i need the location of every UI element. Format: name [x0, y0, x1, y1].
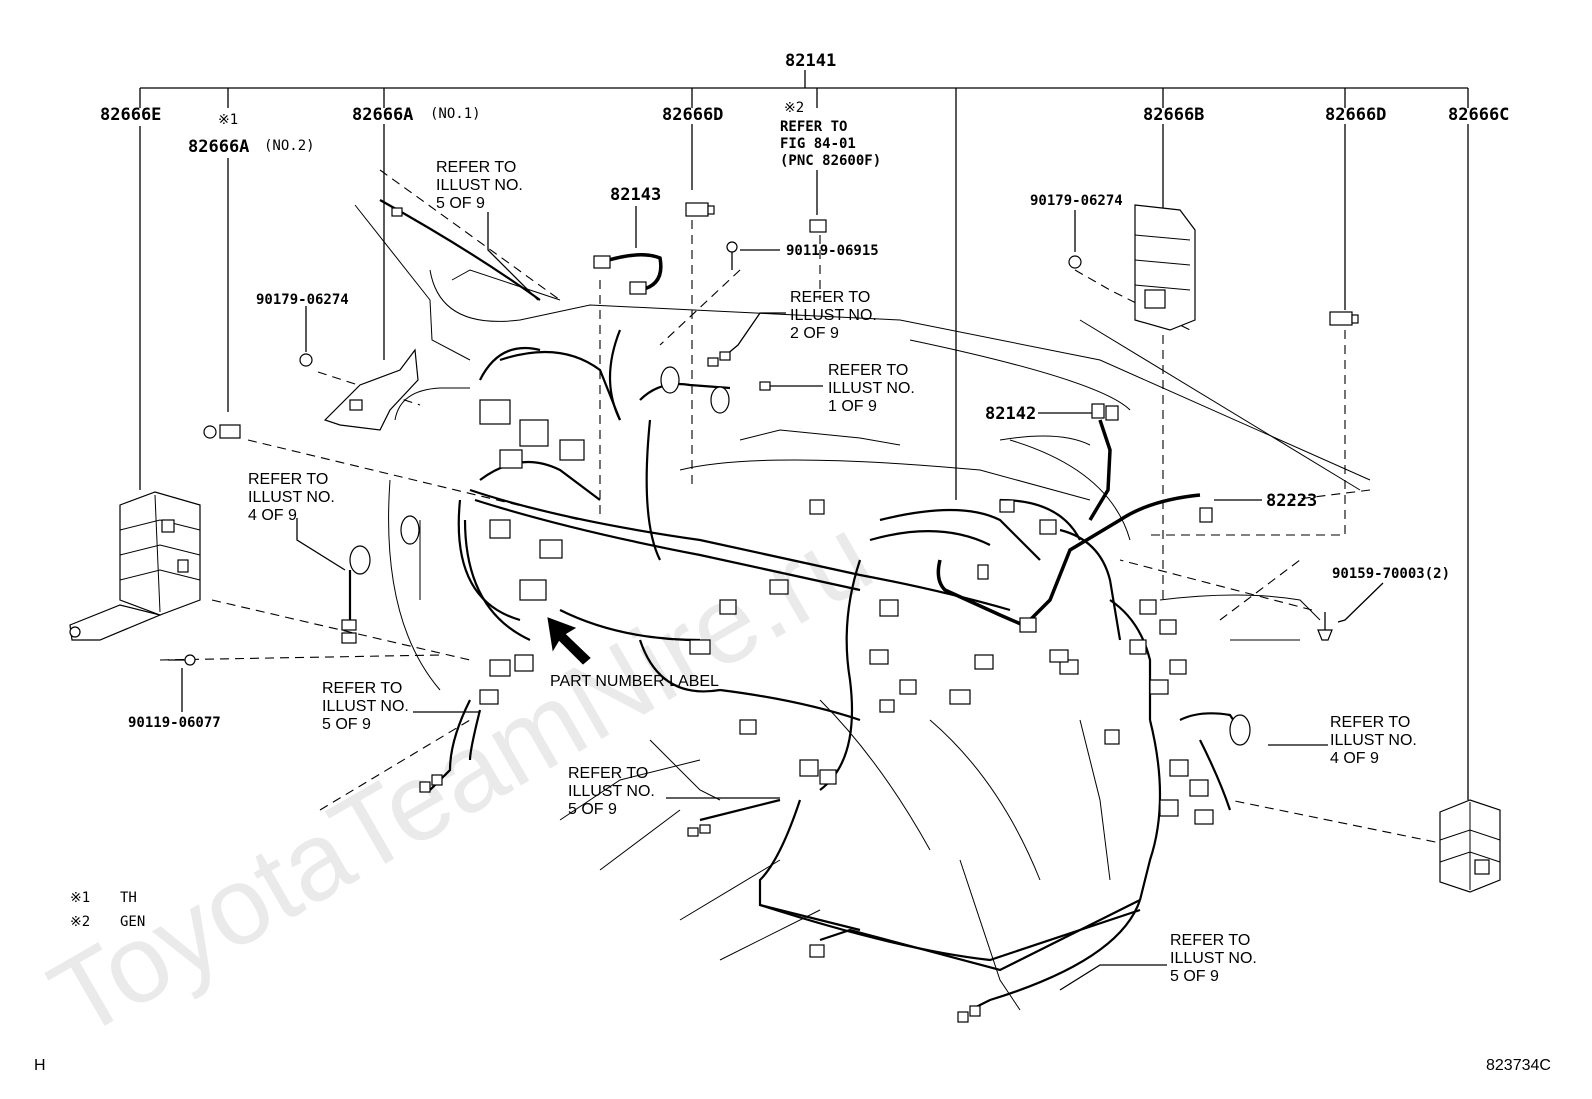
part-number-label-arrow: [547, 617, 591, 665]
svg-text:5 OF 9: 5 OF 9: [1170, 968, 1219, 985]
pn-82223: 82223: [1266, 491, 1317, 511]
svg-text:REFER TO: REFER TO: [322, 680, 402, 697]
pn-90159-70003: 90159-70003(2): [1332, 566, 1450, 582]
bolt-90119-06915: [726, 241, 738, 253]
connector-82666d-right: [1329, 311, 1353, 326]
pn-90119-06077: 90119-06077: [128, 715, 221, 731]
svg-text:REFER TO: REFER TO: [828, 362, 908, 379]
relay-bracket-82666b: [1134, 204, 1196, 331]
svg-text:REFER TO: REFER TO: [248, 471, 328, 488]
refer-label-5of9-center: REFER TO ILLUST NO. 5 OF 9: [568, 765, 655, 818]
dashboard-body-outline: [354, 204, 1371, 1011]
svg-text:1 OF 9: 1 OF 9: [828, 398, 877, 415]
relay-block-82666c: [1439, 799, 1501, 893]
svg-text:REFER TO: REFER TO: [568, 765, 648, 782]
pn-82666e: 82666E: [100, 105, 161, 125]
relay-block-82666e: [69, 491, 201, 641]
clip-90179-right: [1068, 255, 1082, 269]
legend-text-1: TH: [120, 890, 137, 906]
pn-90179-06274-right: 90179-06274: [1030, 193, 1123, 209]
corner-mark: H: [34, 1057, 46, 1074]
bolt-90119-06077: [184, 654, 196, 666]
svg-text:REFER TO: REFER TO: [1330, 714, 1410, 731]
refer-label-2of9: REFER TO ILLUST NO. 2 OF 9: [790, 289, 877, 342]
clip-90179-left: [299, 353, 313, 367]
legend-text-2: GEN: [120, 914, 145, 930]
svg-text:ILLUST NO.: ILLUST NO.: [790, 307, 877, 324]
svg-text:4 OF 9: 4 OF 9: [1330, 750, 1379, 767]
svg-text:5 OF 9: 5 OF 9: [568, 801, 617, 818]
svg-text:REFER TO: REFER TO: [436, 159, 516, 176]
refer-fig-line1: REFER TO: [780, 119, 847, 135]
pn-82666a-no2-suffix: (NO.2): [264, 138, 315, 154]
svg-text:5 OF 9: 5 OF 9: [436, 195, 485, 212]
grommet-left: [349, 545, 371, 575]
pn-82666a-no1-suffix: (NO.1): [430, 106, 481, 122]
pn-82666a-no1: 82666A: [352, 105, 413, 125]
pn-82142: 82142: [985, 404, 1036, 424]
pn-90179-06274-left: 90179-06274: [256, 292, 349, 308]
pn-82143: 82143: [610, 185, 661, 205]
refer-label-5of9-bottom: REFER TO ILLUST NO. 5 OF 9: [1170, 932, 1257, 985]
refer-label-4of9-right: REFER TO ILLUST NO. 4 OF 9: [1330, 714, 1417, 767]
screw-90159-70003: [1317, 629, 1333, 641]
svg-text:REFER TO: REFER TO: [790, 289, 870, 306]
svg-text:ILLUST NO.: ILLUST NO.: [828, 380, 915, 397]
highlighted-wires: [601, 253, 1201, 630]
pn-82666c: 82666C: [1448, 105, 1509, 125]
refer-label-5of9-left: REFER TO ILLUST NO. 5 OF 9: [322, 680, 409, 733]
pn-82141: 82141: [785, 51, 836, 71]
svg-text:4 OF 9: 4 OF 9: [248, 507, 297, 524]
pn-82666d-right: 82666D: [1325, 105, 1386, 125]
svg-text:2 OF 9: 2 OF 9: [790, 325, 839, 342]
connector-82666a-no2: [219, 424, 241, 439]
svg-text:ILLUST NO.: ILLUST NO.: [1330, 732, 1417, 749]
svg-text:5 OF 9: 5 OF 9: [322, 716, 371, 733]
refer-label-4of9-left: REFER TO ILLUST NO. 4 OF 9: [248, 471, 335, 524]
svg-text:ILLUST NO.: ILLUST NO.: [436, 177, 523, 194]
legend-mark-1: ※1: [70, 890, 90, 906]
pn-82666b: 82666B: [1143, 105, 1204, 125]
refer-label-1of9: REFER TO ILLUST NO. 1 OF 9: [828, 362, 915, 415]
pn-82666a-no2: 82666A: [188, 137, 249, 157]
bracket-82666a-no1: [323, 348, 419, 431]
main-callout-bracket: [139, 70, 1469, 500]
refer-label-5of9-top: REFER TO ILLUST NO. 5 OF 9: [436, 159, 523, 212]
refer-fig-line3: (PNC 82600F): [780, 153, 881, 169]
part-number-label-text: PART NUMBER LABEL: [550, 673, 719, 690]
svg-text:ILLUST NO.: ILLUST NO.: [322, 698, 409, 715]
refer-fig-line2: FIG 84-01: [780, 136, 856, 152]
connector-82666d-left: [685, 202, 709, 217]
mark-1: ※1: [218, 112, 238, 128]
svg-text:REFER TO: REFER TO: [1170, 932, 1250, 949]
svg-text:ILLUST NO.: ILLUST NO.: [568, 783, 655, 800]
connectors: [168, 202, 1359, 1023]
mark-2: ※2: [784, 100, 804, 116]
legend-mark-2: ※2: [70, 914, 90, 930]
figure-id: 823734C: [1486, 1057, 1551, 1074]
legend: ※1 TH ※2 GEN: [70, 890, 145, 930]
svg-text:ILLUST NO.: ILLUST NO.: [248, 489, 335, 506]
connector-82600f: [809, 219, 827, 233]
pn-90119-06915: 90119-06915: [786, 243, 879, 259]
svg-text:ILLUST NO.: ILLUST NO.: [1170, 950, 1257, 967]
pn-82666d-left: 82666D: [662, 105, 723, 125]
